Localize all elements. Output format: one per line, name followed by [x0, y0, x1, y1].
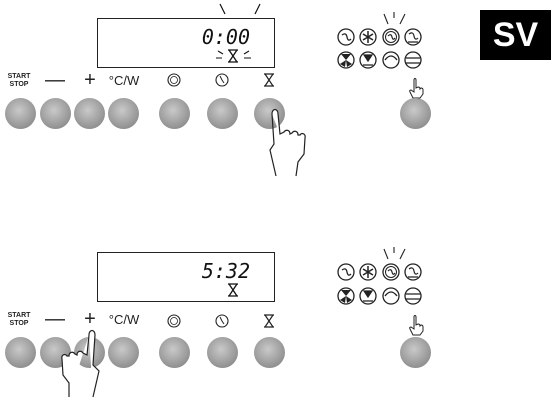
grill-mode-icon[interactable]: [382, 51, 400, 69]
pointing-hand-icon: [409, 78, 424, 99]
pressing-hand-icon: [269, 108, 306, 177]
clock-button[interactable]: [159, 337, 190, 368]
hourglass-icon: [228, 283, 238, 297]
timer-end-button[interactable]: [207, 337, 238, 368]
fan-mode-icon[interactable]: [337, 28, 355, 46]
mode-select-marks-icon: [383, 12, 406, 25]
fan-heat-mode-icon[interactable]: [382, 263, 400, 281]
temp-power-button[interactable]: [108, 98, 139, 129]
lcd-display: 0:00: [97, 18, 275, 68]
temp-power-label: °C/W: [108, 73, 140, 88]
panel-step-1: 0:00 START STOP — + °C/W: [5, 3, 551, 177]
fan-heat-mode-icon[interactable]: [382, 28, 400, 46]
bottom-fan-mode-icon[interactable]: [359, 51, 377, 69]
pointing-hand-icon: [409, 315, 424, 336]
mode-select-button[interactable]: [400, 98, 431, 129]
lcd-display: 5:32: [97, 252, 275, 302]
plus-button[interactable]: [74, 98, 105, 129]
defrost-mode-icon[interactable]: [359, 263, 377, 281]
hourglass-label-icon: [264, 73, 274, 87]
start-stop-label: START STOP: [7, 312, 31, 327]
hourglass-button[interactable]: [254, 337, 285, 368]
minus-label: —: [45, 308, 65, 330]
bottom-fan-mode-icon[interactable]: [359, 287, 377, 305]
language-badge: SV: [480, 10, 551, 60]
fan-grill-mode-icon[interactable]: [404, 28, 422, 46]
hourglass-label-icon: [264, 314, 274, 328]
clock-icon: [167, 314, 181, 328]
mode-select-button[interactable]: [400, 337, 431, 368]
display-time: 0:00: [201, 25, 250, 49]
mode-select-marks-icon: [383, 247, 406, 260]
timer-end-icon: [215, 73, 229, 87]
timer-end-button[interactable]: [207, 98, 238, 129]
minus-button[interactable]: [40, 98, 71, 129]
minus-label: —: [45, 69, 65, 91]
hourglass-button[interactable]: [254, 98, 285, 129]
clock-icon: [167, 73, 181, 87]
grill-mode-icon[interactable]: [382, 287, 400, 305]
hourglass-icon: [228, 49, 238, 63]
panel-step-2: 5:32 START STOP — + °C/W: [0, 205, 551, 410]
pizza-mode-icon[interactable]: [337, 287, 355, 305]
pressing-hand-icon: [61, 329, 100, 398]
blink-marks-icon: [216, 50, 251, 59]
conventional-mode-icon[interactable]: [404, 287, 422, 305]
temp-power-label: °C/W: [108, 312, 140, 327]
timer-end-icon: [215, 314, 229, 328]
defrost-mode-icon[interactable]: [359, 28, 377, 46]
plus-label: +: [84, 69, 96, 91]
conventional-mode-icon[interactable]: [404, 51, 422, 69]
clock-button[interactable]: [159, 98, 190, 129]
plus-label: +: [84, 308, 96, 330]
fan-grill-mode-icon[interactable]: [404, 263, 422, 281]
start-stop-button[interactable]: [5, 337, 36, 368]
pizza-mode-icon[interactable]: [337, 51, 355, 69]
temp-power-button[interactable]: [108, 337, 139, 368]
display-time: 5:32: [201, 259, 250, 283]
fan-mode-icon[interactable]: [337, 263, 355, 281]
start-stop-label: START STOP: [7, 73, 31, 88]
start-stop-button[interactable]: [5, 98, 36, 129]
time-blink-marks-icon: [219, 3, 261, 15]
